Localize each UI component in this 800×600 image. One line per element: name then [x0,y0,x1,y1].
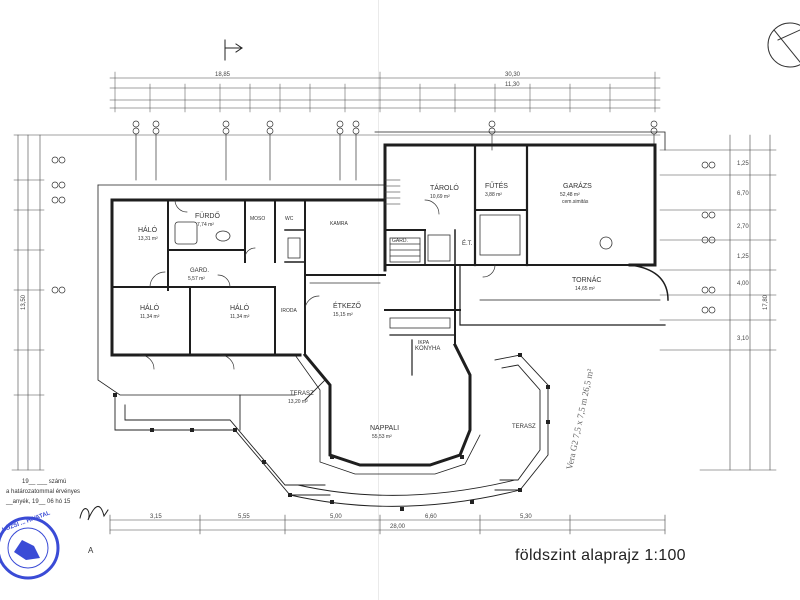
room-terasz-1-area: 13,20 m² [288,399,308,405]
approval-stamp-text: 19__ ___ számú a határozatommal érvényes… [5,479,80,505]
room-furdo-area: 7,74 m² [197,222,214,228]
dim-top-overall: 30,30 [505,72,521,78]
stamp-line-2: a határozatommal érvényes [6,489,80,495]
room-gard-2-name: GARD. [392,238,408,244]
railing-posts [113,353,550,511]
building-walls [97,131,669,475]
sheet-letter: A [88,546,94,555]
dim-right-seg-1: 1,25 [737,161,749,167]
axis-markers-left [51,156,66,294]
signature-mark-icon [79,506,109,521]
room-nappali-name: NAPPALI [370,425,399,432]
room-mosoda-name: MOSO [250,216,265,222]
dim-top-left: 18,85 [215,72,231,78]
room-etkezo-area: 15,15 m² [333,312,353,318]
axis-markers-top [132,120,658,181]
dim-right-seg-3: 2,70 [737,224,749,230]
room-terasz-1-name: TERASZ [290,391,314,397]
drawing-title: földszint alaprajz 1:100 [515,547,686,564]
room-tarolo-name: TÁROLÓ [430,183,459,192]
room-garazs-area: 52,48 m² [560,192,580,198]
room-terasz-2-name: TERASZ [512,424,536,430]
room-gard-name: GARD. [190,268,209,274]
room-halo-1-area: 13,31 m² [138,236,158,242]
room-labels: HÁLÓ 13,31 m² FÜRDŐ 7,74 m² MOSO WC GARD… [138,181,601,440]
room-futes-area: 3,88 m² [485,192,502,198]
room-tornac-area: 14,65 m² [575,286,595,292]
room-halo-2-name: HÁLÓ [140,303,160,312]
dimension-chain-top [109,71,661,113]
stair-icon [384,179,401,205]
room-tarolo-area: 10,69 m² [430,194,450,200]
room-halo-3-area: 11,34 m² [230,314,250,320]
north-arrow-icon [767,22,800,68]
dim-right-seg-2: 6,70 [737,191,749,197]
room-gard-area: 5,57 m² [188,276,205,282]
dim-right-seg-6: 3,10 [737,336,749,342]
room-nappali-area: 55,53 m² [372,434,392,440]
room-konyha-name: KONYHA [415,346,440,352]
dim-right-total: 17,80 [763,294,769,310]
fixtures [174,214,613,329]
stamp-line-1: 19__ ___ számú [22,479,66,485]
dim-bottom-seg-3: 5,00 [330,514,342,520]
section-marker-top [224,39,243,61]
axis-markers-right [701,161,716,314]
room-furdo-name: FÜRDŐ [195,211,220,220]
room-et-name: É.T. [462,240,473,247]
room-etkezo-name: ÉTKEZŐ [333,301,362,310]
room-garazs-name: GARÁZS [563,181,592,190]
stamp-line-3: __anyék, 19__ 06 hó 15 [5,499,71,505]
dim-right-seg-4: 1,25 [737,254,749,260]
round-seal-icon: LŐZSI ... HIVATAL [0,509,60,580]
room-futes-name: FŰTÉS [485,181,508,190]
dim-top-right: 11,30 [505,82,520,88]
room-iroda-name: IRODA [281,308,298,314]
dim-bottom-seg-2: 5,55 [238,514,250,520]
paper-fold-line [378,0,379,600]
dimension-chain-bottom [109,514,666,535]
room-ikpa-name: IKPA [418,340,430,346]
room-halo-3-name: HÁLÓ [230,303,250,312]
dim-left-total: 13,50 [21,294,27,310]
dimension-chain-left [11,134,661,471]
room-halo-1-name: HÁLÓ [138,225,158,234]
dim-right-seg-5: 4,00 [737,281,749,287]
room-halo-2-area: 11,34 m² [140,314,160,320]
dim-bottom-seg-5: 5,30 [520,514,532,520]
room-kamra-name: KAMRA [330,221,348,227]
handwritten-note: Vera G2 7,5 x 7,5 m 26,5 m² [564,368,595,471]
dim-bottom-seg-4: 6,60 [425,514,437,520]
room-wc-name: WC [285,216,294,222]
dimension-chain-right [659,134,777,471]
dim-bottom-seg-1: 3,15 [150,514,162,520]
dim-bottom-overall: 28,00 [390,524,406,530]
room-garazs-floor: cem.simitás [562,199,589,205]
room-tornac-name: TORNÁC [572,275,601,284]
door-swings [139,199,496,370]
